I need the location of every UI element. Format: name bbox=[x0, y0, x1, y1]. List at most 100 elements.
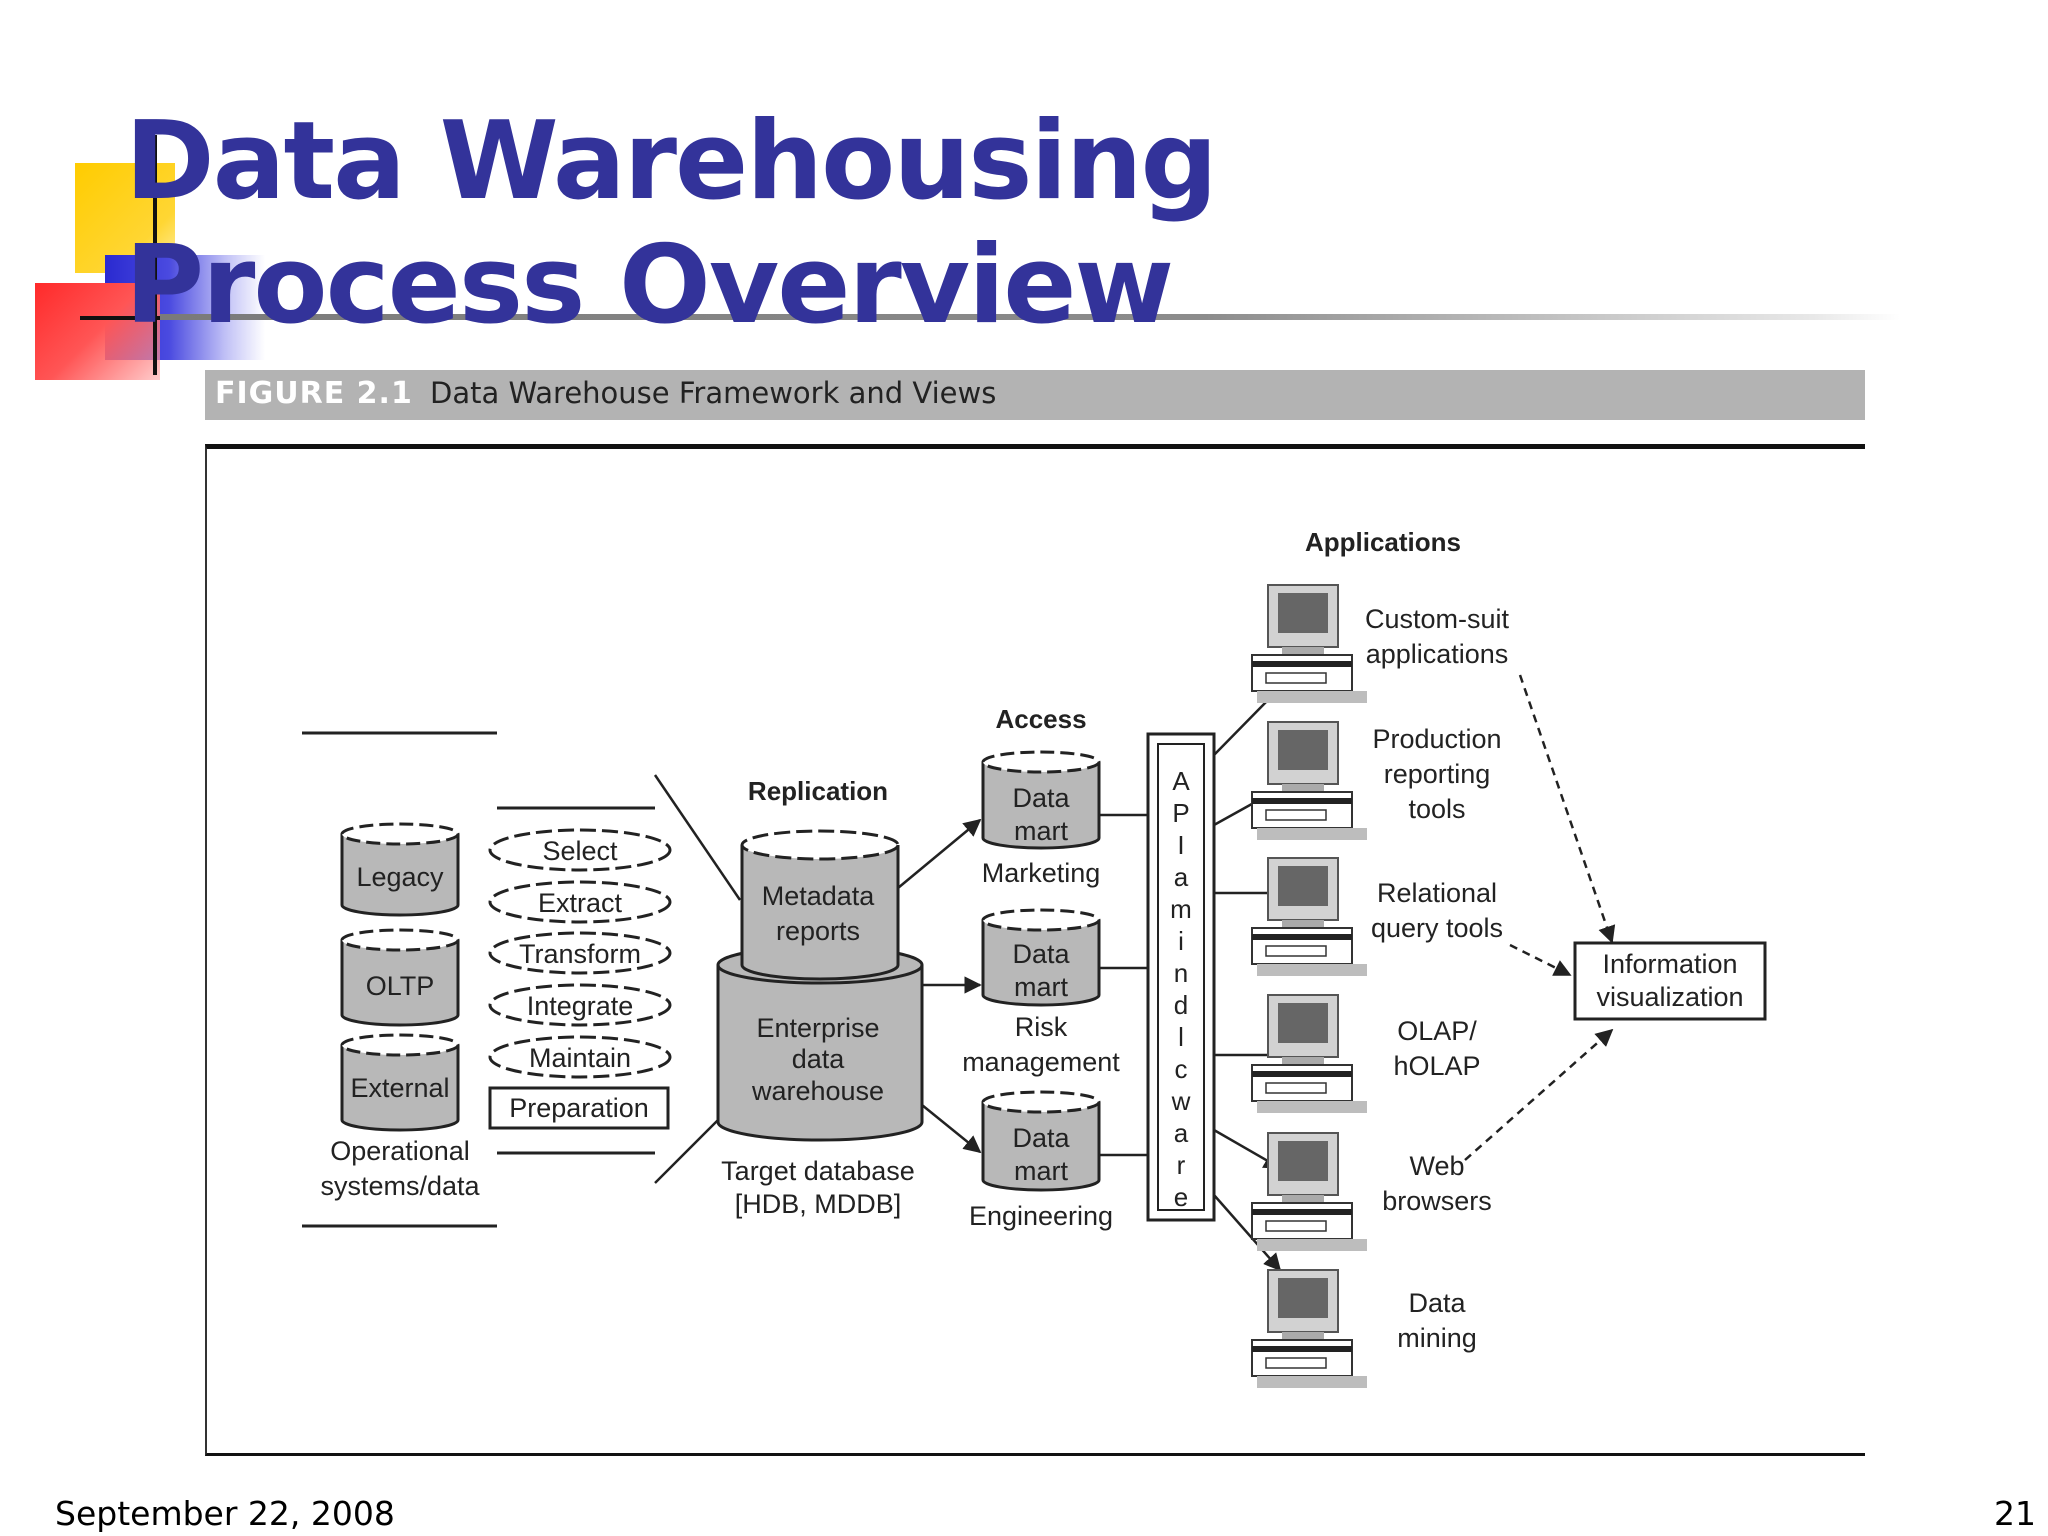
computer-icon bbox=[1251, 994, 1367, 1113]
figure-frame bbox=[205, 444, 1865, 1456]
slide-title-line2: Process Overview bbox=[125, 223, 1174, 348]
data-mart-risk: Data mart Risk management bbox=[962, 908, 1120, 1077]
computer-icon bbox=[1251, 1132, 1367, 1251]
replication-label: Replication bbox=[748, 776, 888, 806]
title-underline bbox=[160, 314, 1900, 320]
slide-title: Data Warehousing Process Overview bbox=[125, 99, 1218, 348]
arrow-custom-to-visualization bbox=[1518, 674, 1616, 944]
middleware-letter: l bbox=[1178, 1022, 1184, 1052]
middleware-letter: A bbox=[1172, 766, 1190, 796]
middleware-letter: a bbox=[1174, 862, 1189, 892]
app-label-web-line2: browsers bbox=[1382, 1186, 1492, 1216]
svg-text:mart: mart bbox=[1014, 972, 1068, 1002]
middleware-letter: w bbox=[1171, 1086, 1191, 1116]
svg-text:Transform: Transform bbox=[519, 939, 641, 969]
slide-date: September 22, 2008 bbox=[55, 1494, 395, 1533]
svg-text:Information: Information bbox=[1602, 949, 1737, 979]
computer-icon bbox=[1251, 584, 1367, 703]
mart-label-risk-line1: Risk bbox=[1015, 1012, 1068, 1042]
svg-text:mart: mart bbox=[1014, 1156, 1068, 1186]
arrow-relational-to-visualization bbox=[1509, 943, 1572, 977]
information-visualization-box: Information visualization bbox=[1573, 941, 1767, 1021]
middleware-letter: a bbox=[1174, 1118, 1189, 1148]
computer-icon bbox=[1251, 1269, 1367, 1388]
sources-caption-line1: Operational bbox=[330, 1136, 470, 1166]
app-label-mining-line2: mining bbox=[1397, 1323, 1477, 1353]
source-cylinder-legacy: Legacy bbox=[340, 822, 460, 917]
svg-text:mart: mart bbox=[1014, 816, 1068, 846]
figure-caption-bar: FIGURE 2.1 Data Warehouse Framework and … bbox=[205, 370, 1865, 420]
app-label-web-line1: Web bbox=[1409, 1151, 1464, 1181]
edw-label-line3: warehouse bbox=[751, 1076, 884, 1106]
prep-step-integrate: Integrate bbox=[488, 983, 672, 1027]
prep-step-transform: Transform bbox=[488, 931, 672, 975]
app-label-mining-line1: Data bbox=[1408, 1288, 1466, 1318]
svg-text:Preparation: Preparation bbox=[509, 1093, 649, 1123]
middleware-letter: r bbox=[1177, 1150, 1186, 1180]
prep-step-maintain: Maintain bbox=[488, 1035, 672, 1079]
data-mart-engineering: Data mart Engineering bbox=[969, 1090, 1113, 1231]
deco-red-square bbox=[35, 283, 160, 380]
source-label-external: External bbox=[350, 1073, 449, 1103]
figure-number: FIGURE 2.1 bbox=[215, 376, 413, 411]
svg-text:visualization: visualization bbox=[1596, 982, 1743, 1012]
metadata-cylinder: Metadata reports bbox=[740, 829, 900, 981]
figure-caption: Data Warehouse Framework and Views bbox=[430, 376, 997, 410]
access-header: Access bbox=[995, 704, 1086, 734]
mart-label-engineering: Engineering bbox=[969, 1201, 1113, 1231]
app-label-olap-line2: hOLAP bbox=[1393, 1051, 1480, 1081]
metadata-label-line1: Metadata bbox=[762, 881, 876, 911]
app-label-production-line1: Production bbox=[1372, 724, 1501, 754]
app-label-relational-line1: Relational bbox=[1377, 878, 1497, 908]
svg-text:Extract: Extract bbox=[538, 888, 623, 918]
edw-label-line2: data bbox=[792, 1044, 846, 1074]
mart-label-marketing: Marketing bbox=[982, 858, 1101, 888]
data-mart-marketing: Data mart Marketing bbox=[981, 750, 1101, 888]
edw-label-line1: Enterprise bbox=[756, 1013, 879, 1043]
app-label-production-line2: reporting bbox=[1384, 759, 1491, 789]
bracket-line-top bbox=[653, 774, 742, 901]
app-label-custom-line1: Custom-suit bbox=[1365, 604, 1510, 634]
slide-title-line1: Data Warehousing bbox=[125, 99, 1218, 224]
svg-text:Select: Select bbox=[542, 836, 618, 866]
middleware-letter: n bbox=[1174, 958, 1188, 988]
arrow-mw-mining bbox=[1213, 1194, 1282, 1272]
source-label-oltp: OLTP bbox=[366, 971, 435, 1001]
deco-horizontal-line bbox=[80, 316, 200, 320]
preparation-box: Preparation bbox=[488, 1086, 670, 1130]
slide-page-number: 21 bbox=[1994, 1494, 2036, 1533]
computer-icon bbox=[1251, 721, 1367, 840]
middleware-letter: I bbox=[1177, 830, 1184, 860]
sources-caption-line2: systems/data bbox=[320, 1171, 480, 1201]
arrow-to-marketing-mart bbox=[897, 818, 982, 889]
deco-yellow-square bbox=[75, 163, 175, 273]
svg-text:Data: Data bbox=[1012, 1123, 1070, 1153]
middleware-letter: m bbox=[1170, 894, 1192, 924]
source-cylinder-external: External bbox=[340, 1033, 460, 1132]
arrow-to-engineering-mart bbox=[921, 1104, 982, 1154]
app-label-olap-line1: OLAP/ bbox=[1397, 1016, 1477, 1046]
deco-vertical-line bbox=[153, 135, 157, 375]
middleware-letter: e bbox=[1174, 1182, 1188, 1212]
middleware-letter: i bbox=[1178, 926, 1184, 956]
svg-text:Data: Data bbox=[1012, 783, 1070, 813]
target-db-line2: [HDB, MDDB] bbox=[735, 1189, 902, 1219]
app-label-relational-line2: query tools bbox=[1371, 913, 1503, 943]
middleware-letter: c bbox=[1175, 1054, 1188, 1084]
computer-icon bbox=[1251, 857, 1367, 976]
svg-text:Integrate: Integrate bbox=[527, 991, 634, 1021]
app-label-production-line3: tools bbox=[1408, 794, 1465, 824]
mart-label-risk-line2: management bbox=[962, 1047, 1120, 1077]
bracket-line-bottom bbox=[654, 1119, 719, 1184]
middleware-letter: P bbox=[1172, 798, 1189, 828]
target-db-line1: Target database bbox=[721, 1156, 915, 1186]
app-label-custom-line2: applications bbox=[1366, 639, 1509, 669]
prep-step-extract: Extract bbox=[488, 880, 672, 924]
metadata-label-line2: reports bbox=[776, 916, 860, 946]
arrow-web-to-visualization bbox=[1464, 1028, 1614, 1161]
source-label-legacy: Legacy bbox=[356, 862, 444, 892]
applications-header: Applications bbox=[1305, 527, 1461, 557]
svg-text:Maintain: Maintain bbox=[529, 1043, 631, 1073]
